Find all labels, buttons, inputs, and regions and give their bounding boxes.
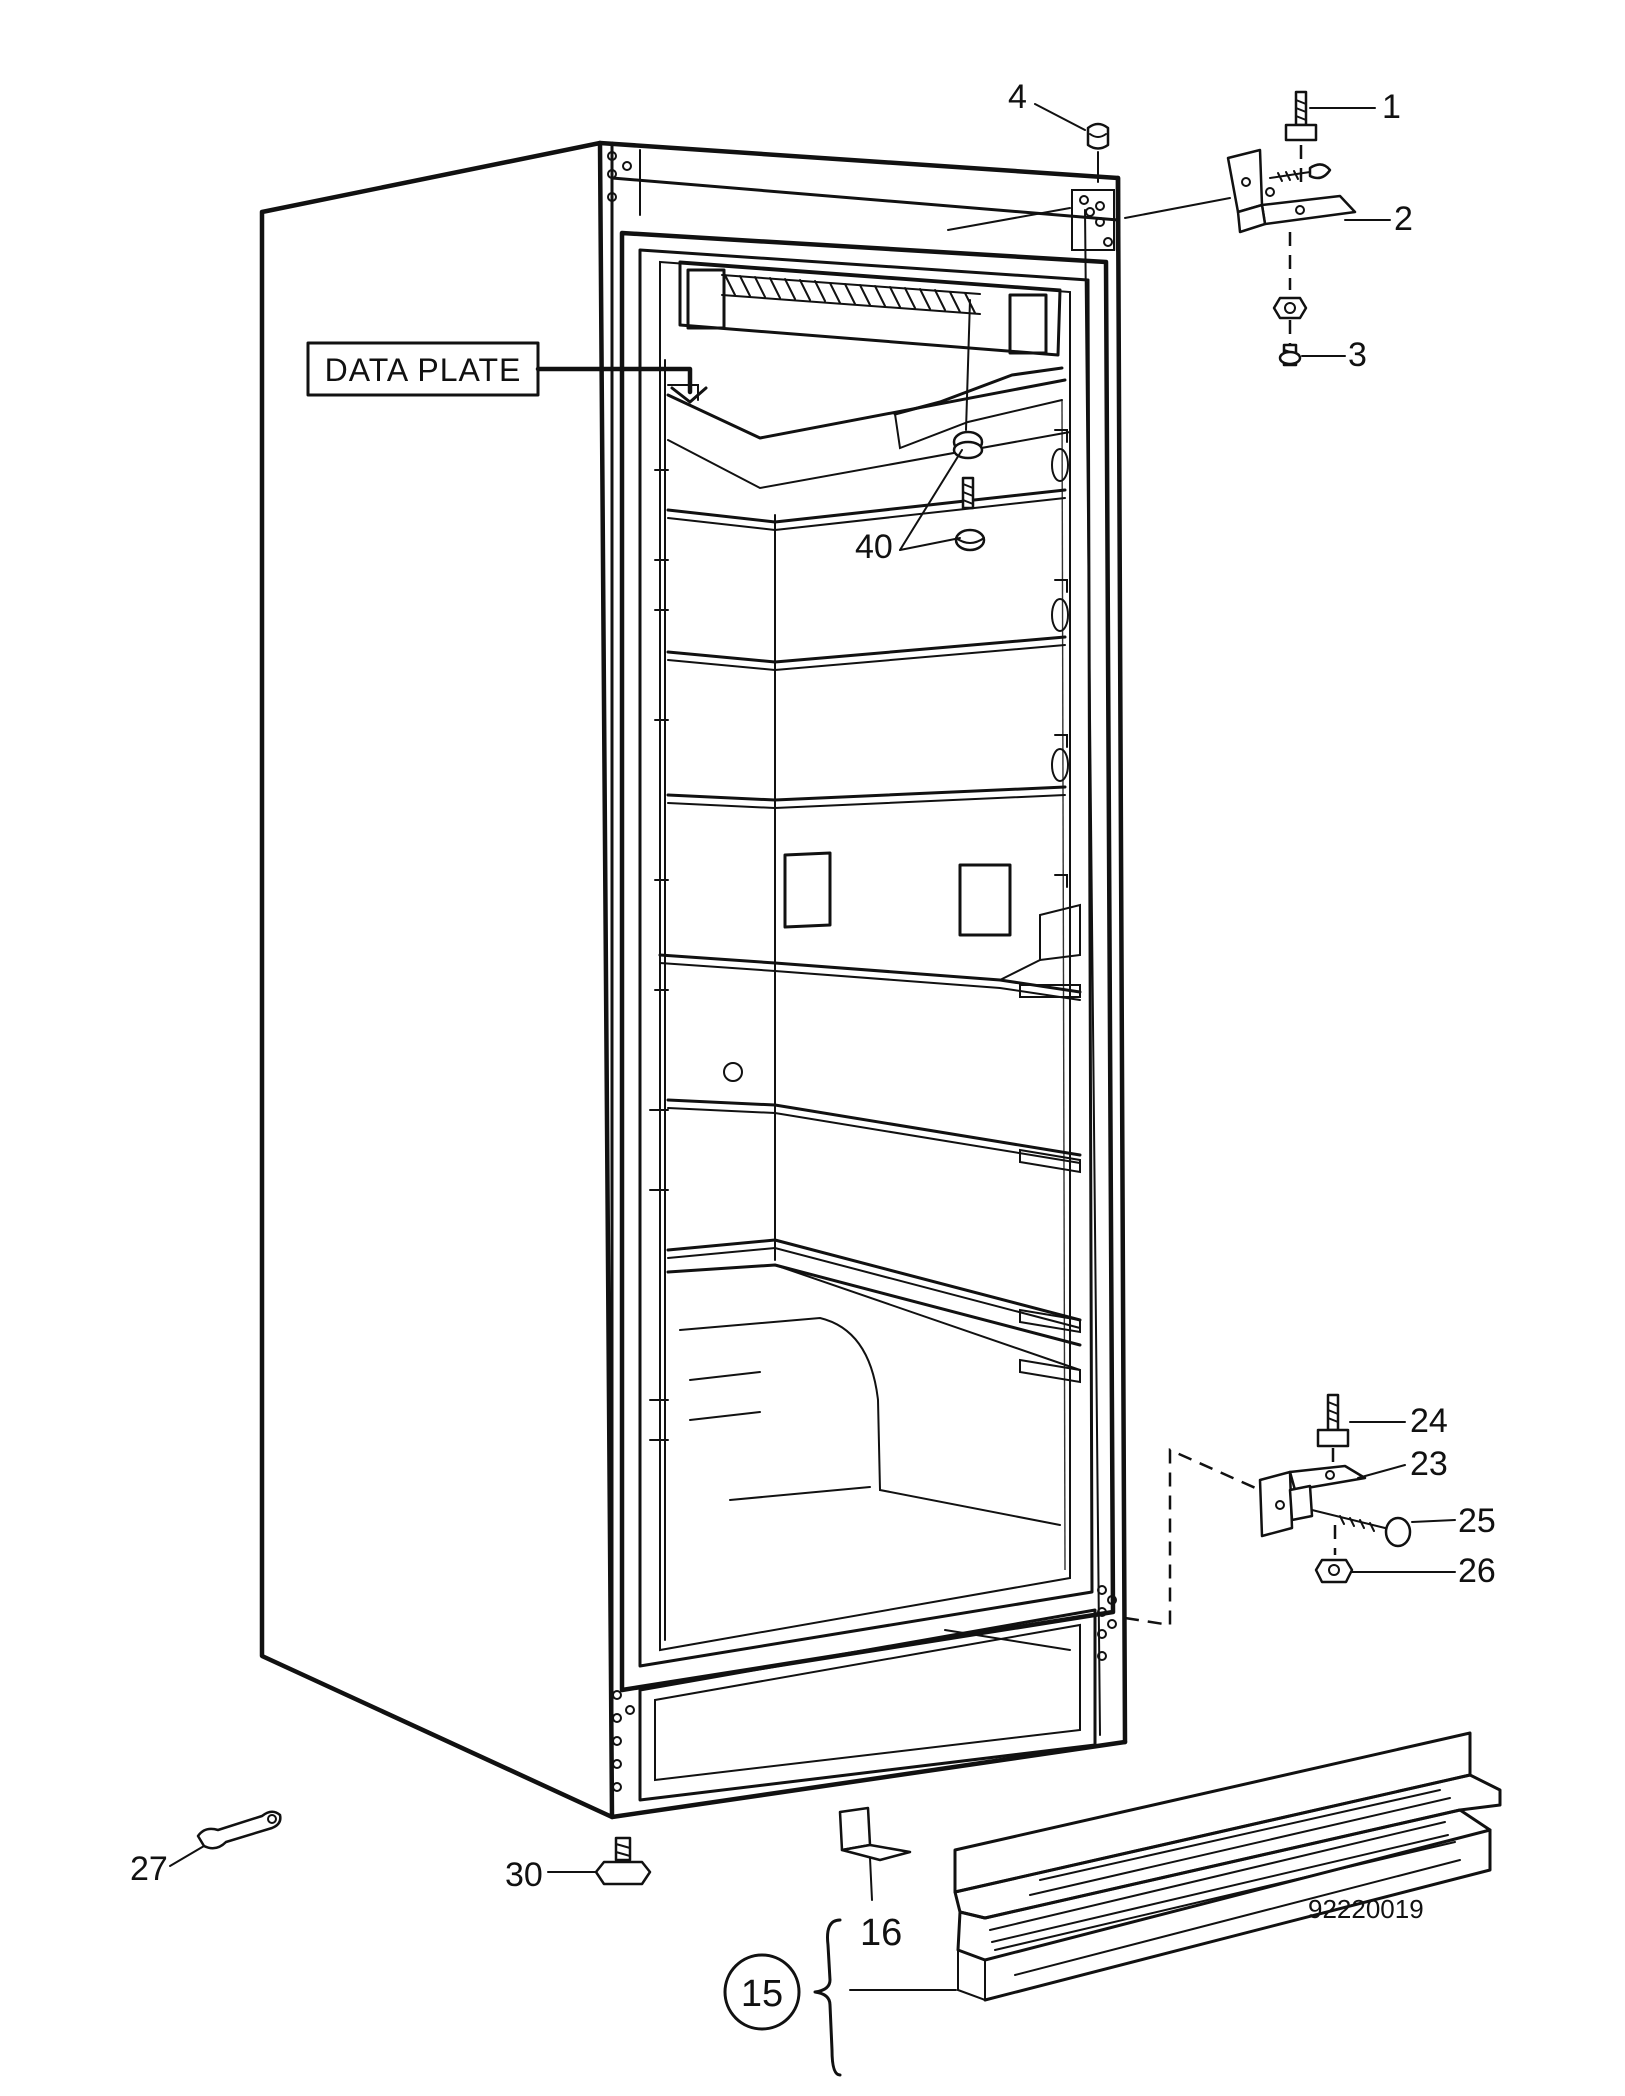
data-plate-label: DATA PLATE <box>325 352 522 388</box>
label-part-25: 25 <box>1458 1502 1496 1540</box>
wrench-tool <box>169 1810 282 1867</box>
label-part-26: 26 <box>1458 1552 1496 1590</box>
label-part-2: 2 <box>1394 200 1413 238</box>
label-part-27: 27 <box>130 1850 168 1888</box>
label-part-23: 23 <box>1410 1445 1448 1483</box>
label-part-40: 40 <box>855 528 893 566</box>
kick-plate-grille <box>723 1731 1502 2077</box>
label-part-24: 24 <box>1410 1402 1448 1440</box>
label-part-4: 4 <box>1008 78 1027 116</box>
shelf-rails <box>658 488 1082 1371</box>
label-part-30: 30 <box>505 1856 543 1894</box>
data-plate-callout: DATA PLATE <box>306 341 708 404</box>
label-part-3: 3 <box>1348 336 1367 374</box>
leveling-foot <box>547 1836 652 1886</box>
drawing-code: 92220019 <box>1308 1894 1424 1924</box>
label-part-1: 1 <box>1382 88 1401 126</box>
thermostat-knob-parts <box>899 430 986 552</box>
door-opening-liner <box>612 230 1117 1802</box>
top-hinge-assembly <box>1034 90 1391 367</box>
cabinet-body <box>259 140 1128 1820</box>
evaporator-fins <box>721 274 981 431</box>
bottom-hinge-assembly <box>1124 1393 1456 1627</box>
label-part-16: 16 <box>860 1912 902 1954</box>
part-labels: 1 2 3 4 40 24 23 25 26 27 30 16 15 92220… <box>130 78 1496 2015</box>
label-part-15: 15 <box>741 1973 783 2015</box>
